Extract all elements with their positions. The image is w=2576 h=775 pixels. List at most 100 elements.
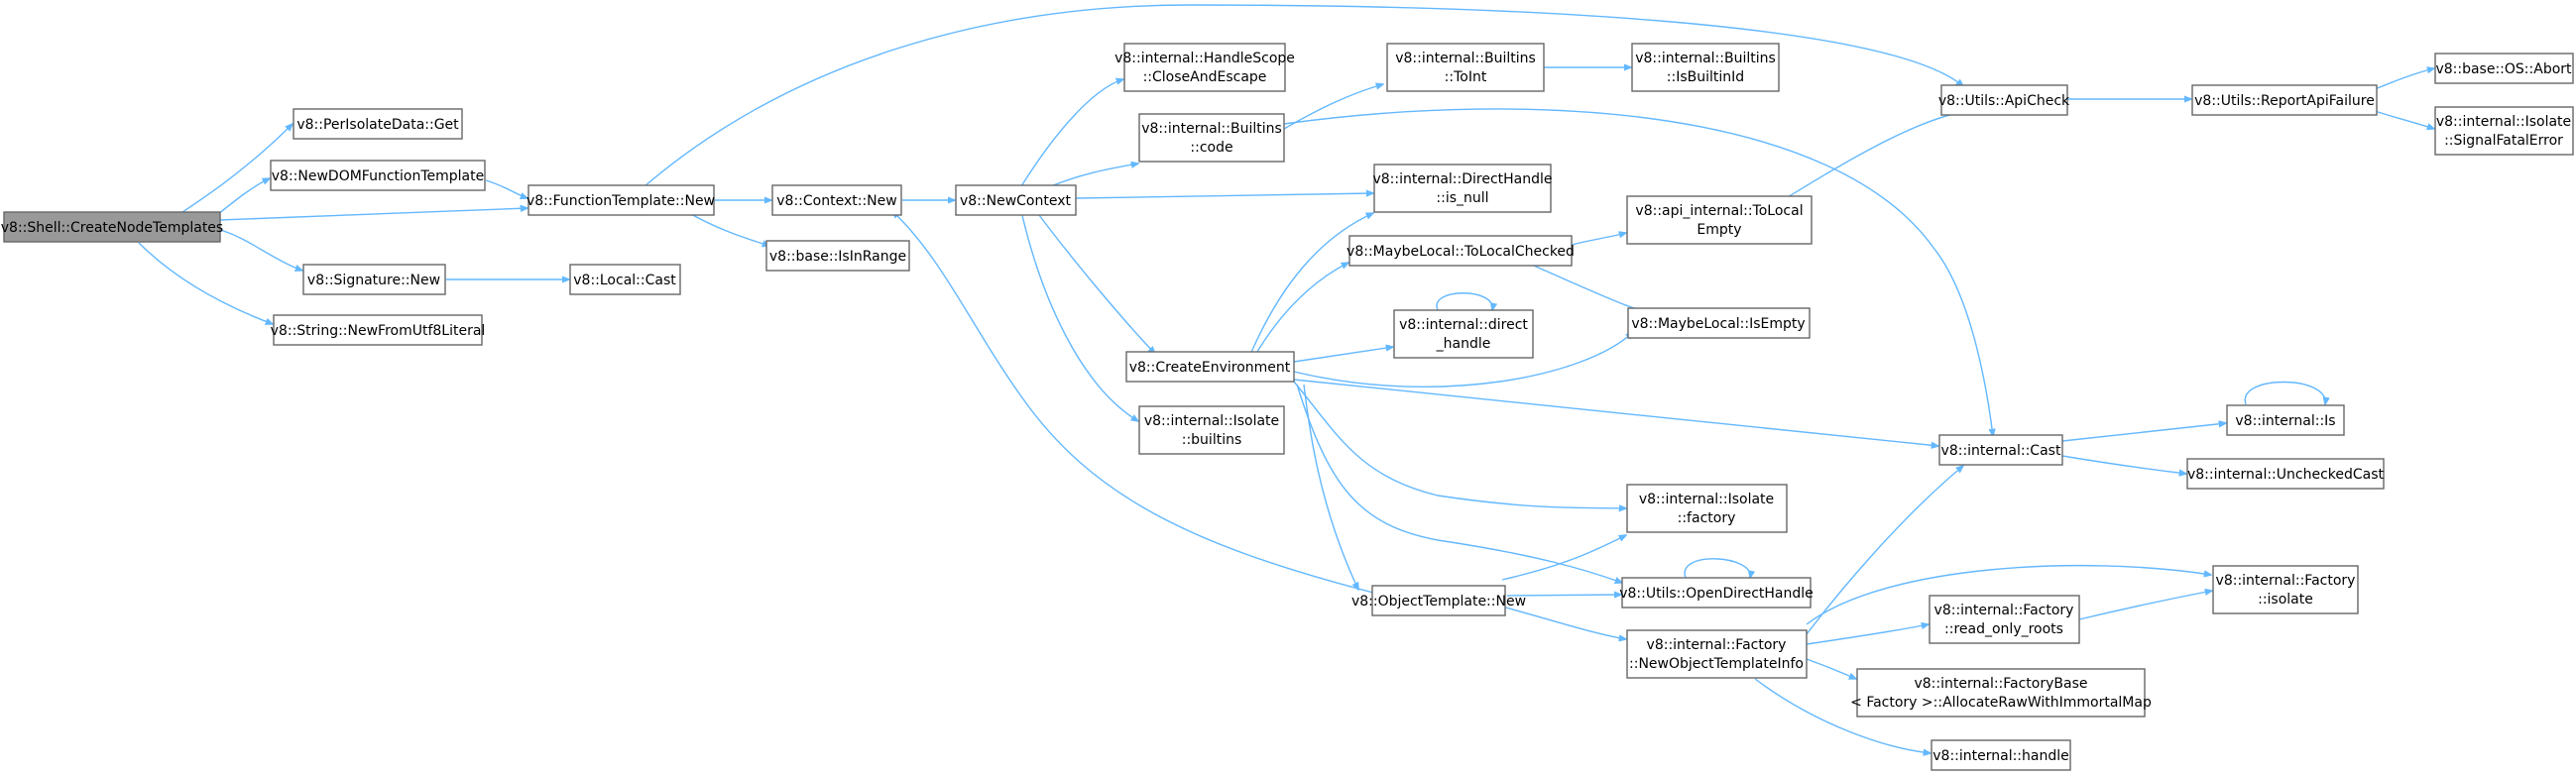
node-label-line1: v8::internal::DirectHandle	[1372, 171, 1552, 187]
node-internal-cast[interactable]: v8::internal::Cast	[1938, 434, 2063, 466]
node-label: v8::MaybeLocal::IsEmpty	[1631, 316, 1805, 332]
node-label-line1: v8::internal::FactoryBase	[1914, 676, 2087, 692]
node-label: v8::Shell::CreateNodeTemplates	[1, 220, 223, 236]
edge-objtnew-newoti	[1501, 606, 1626, 639]
edge-icast-iis	[2061, 423, 2226, 442]
node-label: v8::Utils::ApiCheck	[1938, 93, 2070, 109]
node-context-new[interactable]: v8::Context::New	[771, 184, 902, 216]
edge-newctx-dhisnull	[1075, 193, 1373, 199]
node-per-isolate-data-get[interactable]: v8::PerIsolateData::Get	[293, 108, 463, 140]
node-label-line1: v8::api_internal::ToLocal	[1635, 203, 1803, 219]
node-label-line1: v8::internal::Isolate	[1639, 492, 1774, 507]
node-label-line2: ::code	[1190, 140, 1232, 156]
edge-newoti-ihandle	[1754, 678, 1931, 753]
node-label: v8::Utils::OpenDirectHandle	[1619, 586, 1814, 602]
node-api-internal-to-local-empty[interactable]: v8::api_internal::ToLocal Empty	[1626, 195, 1813, 245]
node-builtins-to-int[interactable]: v8::internal::Builtins ::ToInt	[1386, 43, 1545, 92]
node-internal-is[interactable]: v8::internal::Is	[2226, 404, 2345, 436]
node-factory-read-only-roots[interactable]: v8::internal::Factory ::read_only_roots	[1929, 595, 2080, 644]
node-utils-api-check[interactable]: v8::Utils::ApiCheck	[1938, 84, 2070, 116]
node-label-line1: v8::internal::Factory	[1934, 603, 2074, 618]
node-label-line1: v8::internal::Builtins	[1141, 121, 1282, 137]
edge-reportfail-abort	[2374, 68, 2434, 90]
node-builtins-code[interactable]: v8::internal::Builtins ::code	[1138, 113, 1285, 163]
edge-ftnew-apicheck	[644, 4, 1963, 187]
node-function-template-new[interactable]: v8::FunctionTemplate::New	[527, 184, 715, 216]
node-shell-create-node-templates[interactable]: v8::Shell::CreateNodeTemplates	[1, 211, 223, 243]
edge-newoti-allocraw	[1806, 658, 1856, 679]
node-label: v8::base::OS::Abort	[2435, 61, 2572, 77]
node-label-line2: ::factory	[1678, 510, 1736, 526]
node-maybe-local-is-empty[interactable]: v8::MaybeLocal::IsEmpty	[1627, 307, 1811, 339]
edge-objtnew-opendh	[1506, 595, 1621, 596]
edge-root-sig	[219, 229, 302, 271]
edge-apitolocal-apicheck	[1769, 111, 1968, 209]
node-utils-open-direct-handle[interactable]: v8::Utils::OpenDirectHandle	[1619, 577, 1814, 609]
node-label: v8::internal::handle	[1932, 748, 2069, 764]
node-factory-new-object-template-info[interactable]: v8::internal::Factory ::NewObjectTemplat…	[1626, 629, 1808, 679]
node-label-line1: v8::internal::Builtins	[1635, 51, 1776, 66]
node-label: v8::ObjectTemplate::New	[1351, 594, 1526, 609]
node-maybe-local-to-local-checked[interactable]: v8::MaybeLocal::ToLocalChecked	[1347, 235, 1575, 267]
node-label: v8::Local::Cast	[573, 273, 676, 288]
edge-newdom-ftnew	[485, 179, 527, 198]
node-label-line1: v8::internal::Builtins	[1395, 51, 1536, 66]
node-create-environment[interactable]: v8::CreateEnvironment	[1125, 351, 1295, 383]
node-base-os-abort[interactable]: v8::base::OS::Abort	[2434, 53, 2574, 84]
edge-mltolocal-apitolocal	[1571, 233, 1626, 246]
edge-newctx-bcode	[1045, 164, 1138, 189]
node-utils-report-api-failure[interactable]: v8::Utils::ReportApiFailure	[2191, 84, 2378, 116]
edge-objtnew-ctxnew	[892, 211, 1374, 594]
node-label: v8::base::IsInRange	[769, 249, 906, 265]
node-direct-handle-is-null[interactable]: v8::internal::DirectHandle ::is_null	[1372, 164, 1553, 213]
node-new-context[interactable]: v8::NewContext	[955, 184, 1077, 216]
node-builtins-is-builtin-id[interactable]: v8::internal::Builtins ::IsBuiltinId	[1631, 43, 1780, 92]
node-handle-scope-close-and-escape[interactable]: v8::internal::HandleScope ::CloseAndEsca…	[1114, 43, 1295, 92]
edge-reportfail-fatalerr	[2374, 110, 2434, 129]
node-label-line2: ::IsBuiltinId	[1667, 69, 1744, 85]
node-factory-base-allocate-raw[interactable]: v8::internal::FactoryBase < Factory >::A…	[1850, 668, 2152, 718]
node-label: v8::Signature::New	[307, 273, 440, 288]
node-internal-direct-handle[interactable]: v8::internal::direct _handle	[1393, 309, 1534, 359]
node-string-new-from-utf8-literal[interactable]: v8::String::NewFromUtf8Literal	[271, 314, 486, 346]
edge-readonly-factisolate	[2078, 591, 2212, 620]
edge-directhandle-self	[1436, 292, 1492, 310]
edge-createenv-mltolocal	[1253, 263, 1348, 358]
node-local-cast[interactable]: v8::Local::Cast	[569, 264, 681, 295]
node-factory-isolate[interactable]: v8::internal::Factory ::isolate	[2212, 565, 2359, 614]
node-object-template-new[interactable]: v8::ObjectTemplate::New	[1351, 585, 1526, 616]
edge-newoti-factisolate	[1806, 564, 2211, 625]
edge-bcode-icast	[1283, 108, 1993, 436]
edge-createenv-mlisempty	[1293, 332, 1633, 388]
node-label-line1: v8::internal::Factory	[1647, 637, 1787, 653]
node-isolate-builtins[interactable]: v8::internal::Isolate ::builtins	[1138, 405, 1285, 455]
node-label: v8::internal::Is	[2235, 413, 2335, 429]
edge-newctx-createenv	[1035, 210, 1155, 354]
node-isolate-factory[interactable]: v8::internal::Isolate ::factory	[1626, 484, 1788, 533]
node-internal-handle[interactable]: v8::internal::handle	[1931, 739, 2071, 771]
node-label-line2: ::isolate	[2258, 592, 2313, 608]
edge-createenv-opendh	[1296, 384, 1622, 583]
node-label-line2: ::ToInt	[1445, 69, 1487, 85]
node-label: v8::MaybeLocal::ToLocalChecked	[1347, 244, 1575, 260]
node-label-line2: ::CloseAndEscape	[1143, 69, 1267, 85]
node-isolate-signal-fatal-error[interactable]: v8::internal::Isolate ::SignalFatalError	[2434, 106, 2574, 156]
edge-newctx-isobuiltins	[1020, 210, 1138, 421]
node-label-line2: Empty	[1697, 222, 1741, 238]
node-label-line1: v8::internal::direct	[1399, 317, 1528, 333]
node-label: v8::CreateEnvironment	[1129, 360, 1291, 376]
edge-root-ftnew	[219, 208, 527, 221]
edge-createenv-objtnew	[1303, 384, 1358, 590]
node-label-line1: v8::internal::HandleScope	[1114, 51, 1295, 66]
node-signature-new[interactable]: v8::Signature::New	[302, 264, 446, 295]
edge-newctx-hscope	[1020, 79, 1123, 187]
node-internal-unchecked-cast[interactable]: v8::internal::UncheckedCast	[2186, 458, 2385, 490]
node-label-line1: v8::internal::Factory	[2216, 573, 2356, 589]
node-label-line1: v8::internal::Isolate	[1144, 413, 1279, 429]
node-base-is-in-range[interactable]: v8::base::IsInRange	[765, 240, 910, 272]
node-new-dom-function-template[interactable]: v8::NewDOMFunctionTemplate	[270, 160, 486, 191]
node-label: v8::String::NewFromUtf8Literal	[271, 323, 486, 339]
node-label: v8::FunctionTemplate::New	[527, 193, 715, 209]
node-label-line1: v8::internal::Isolate	[2436, 114, 2571, 130]
